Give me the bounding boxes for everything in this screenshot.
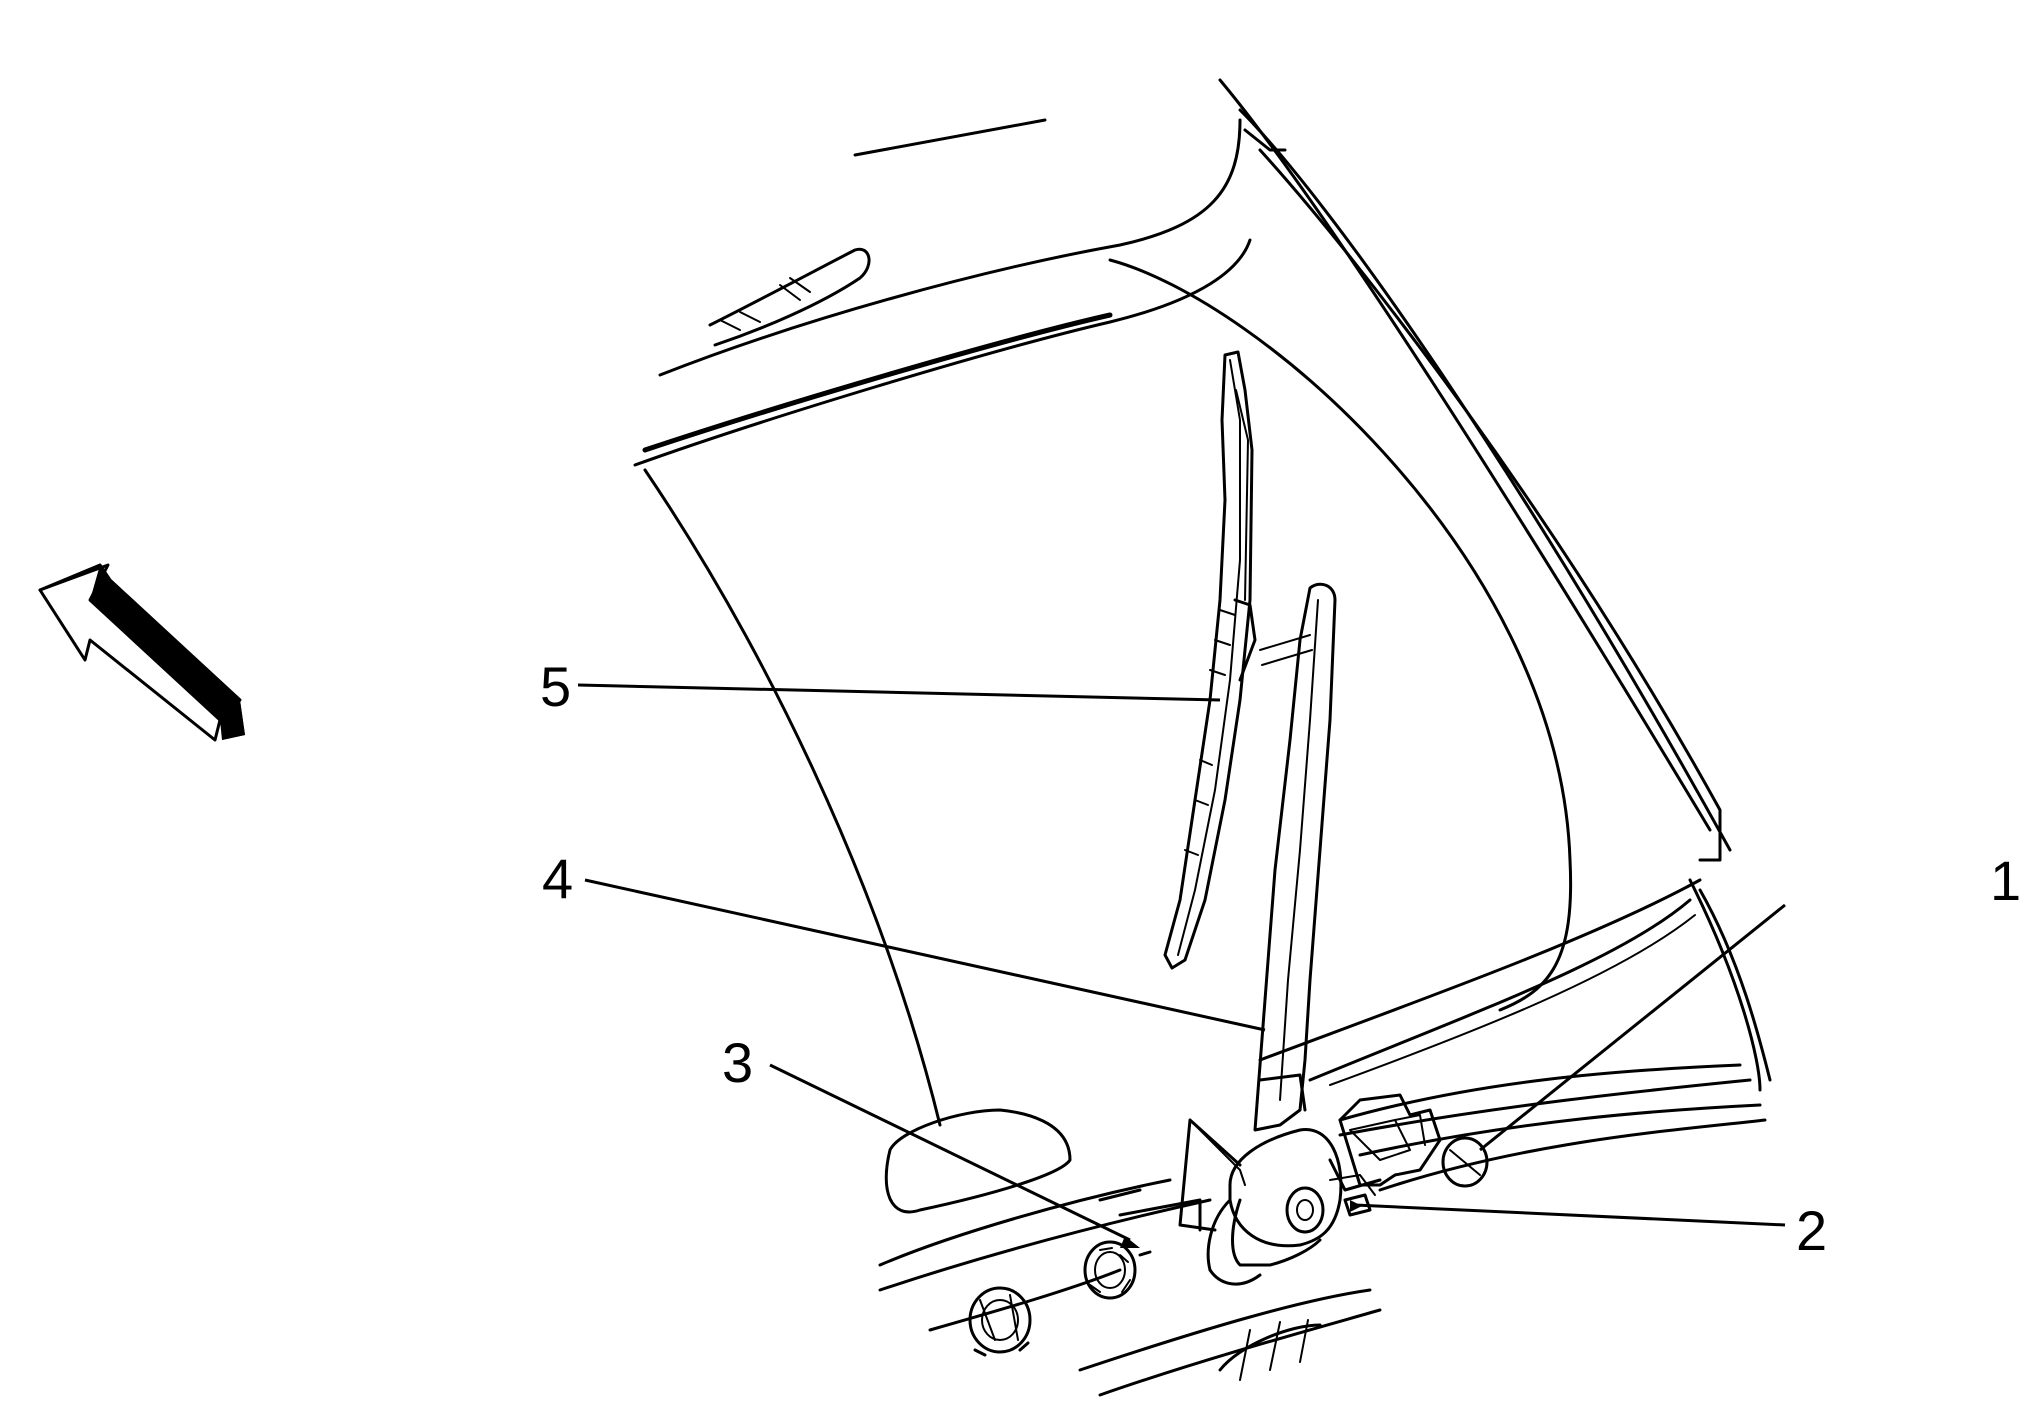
callout-1: 1 [1990, 849, 2021, 912]
vehicle-body [633, 78, 1772, 1397]
leader-lines [577, 683, 1786, 1248]
callout-labels: 5 4 3 2 1 [540, 655, 2021, 1262]
leader-line-1 [1479, 903, 1786, 1152]
leader-line-4 [584, 878, 1266, 1032]
wiper-arm-nut [1083, 1240, 1152, 1300]
wiper-arm [1253, 582, 1337, 1132]
rear-grommet [968, 1286, 1032, 1357]
leader-line-2 [1354, 1203, 1786, 1227]
wiper-arm-cap [1441, 1136, 1489, 1188]
callout-2: 2 [1796, 1199, 1827, 1262]
callout-5: 5 [540, 655, 571, 718]
wiper-pivot-assembly [1178, 1093, 1442, 1286]
forward-arrow-icon [38, 563, 245, 742]
wiper-blade [1163, 350, 1257, 970]
callout-3: 3 [722, 1031, 753, 1094]
leader-line-5 [577, 683, 1221, 702]
leader-line-3 [769, 1063, 1131, 1242]
callout-4: 4 [542, 847, 573, 910]
